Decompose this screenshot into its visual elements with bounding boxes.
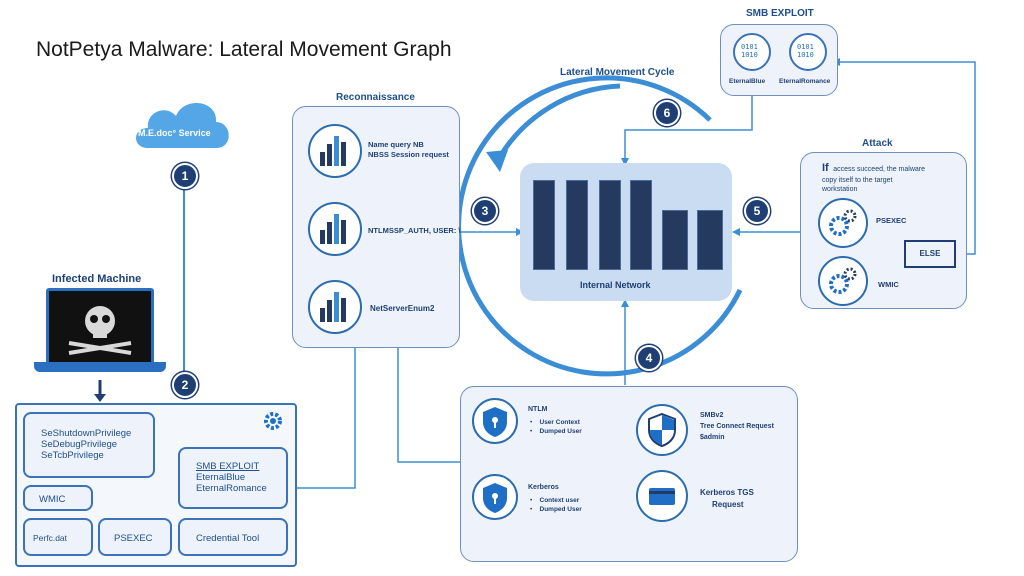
attack-psexec: PSEXEC (876, 216, 907, 225)
arrowhead (94, 394, 106, 402)
server-rack-icon (630, 180, 652, 270)
server-rack-icon (533, 180, 555, 270)
kerberos-title: Kerberos (528, 484, 559, 491)
ntlm-title: NTLM (528, 406, 548, 413)
arrowhead (732, 228, 740, 236)
gears-icon (818, 256, 868, 306)
shield-icon (472, 474, 518, 520)
smbv2-title: SMBv2 (700, 412, 724, 419)
smb-top-eternalblue: EternalBlue (729, 78, 766, 85)
internal-network-panel (520, 163, 732, 301)
smbv2-line2: $admin (700, 434, 725, 441)
attack-desc-line2: copy itself to the target (822, 177, 893, 184)
shield-icon (472, 398, 518, 444)
step-2-badge: 2 (172, 372, 198, 398)
kerberos-bullets: • Context user • Dumped User (530, 497, 582, 513)
recon-chart-icon-2 (308, 202, 362, 256)
ntlm-bullets: • User Context • Dumped User (530, 419, 582, 435)
kerberos-bullet-1: Context user (539, 497, 580, 504)
server-rack-icon (566, 180, 588, 270)
svg-text:0101: 0101 (741, 43, 758, 51)
cycle-arc-top (495, 83, 621, 162)
attack-description: If access succeed, the malware copy itse… (822, 158, 958, 194)
smbv2-line1: Tree Connect Request (700, 423, 774, 430)
step-5-badge: 5 (744, 198, 770, 224)
ntlm-bullet-2: Dumped User (539, 428, 582, 435)
privileges-box: SeShutdownPrivilege SeDebugPrivilege SeT… (23, 412, 155, 478)
smb-top-title: SMB EXPLOIT (746, 8, 814, 19)
step-6-badge: 6 (654, 100, 680, 126)
laptop-base (34, 362, 166, 372)
smb-exploit-title: SMB EXPLOIT (196, 461, 260, 472)
arrowhead (621, 158, 629, 166)
attack-wmic: WMIC (878, 280, 899, 289)
svg-text:1010: 1010 (797, 51, 814, 59)
smb-eternalblue: EternalBlue (196, 472, 246, 483)
recon-item1-line2: NBSS Session request (368, 150, 449, 159)
step-3-badge: 3 (472, 198, 498, 224)
privilege-tcb: SeTcbPrivilege (41, 450, 104, 461)
cycle-label: Lateral Movement Cycle (560, 67, 675, 78)
svg-text:0101: 0101 (797, 43, 814, 51)
svg-text:1010: 1010 (741, 51, 758, 59)
cloud-icon (136, 103, 229, 148)
perfc-box: Perfc.dat (23, 518, 93, 556)
attack-desc-line1: access succeed, the malware (833, 166, 926, 173)
step-4-badge: 4 (636, 345, 662, 371)
credential-tool-box: Credential Tool (178, 518, 288, 556)
recon-chart-icon-3 (308, 280, 362, 334)
infected-machine-label: Infected Machine (52, 273, 142, 285)
skull-icon (68, 306, 132, 355)
server-rack-icon (599, 180, 621, 270)
attack-title: Attack (862, 138, 893, 149)
server-tower-icon (662, 210, 688, 270)
server-tower-icon (697, 210, 723, 270)
smb-exploit-box: SMB EXPLOIT EternalBlue EternalRomance (178, 447, 288, 509)
else-box: ELSE (904, 240, 956, 268)
step-1-badge: 1 (172, 163, 198, 189)
recon-item3: NetServerEnum2 (370, 304, 435, 313)
recon-title: Reconnaissance (336, 92, 415, 103)
internal-network-label: Internal Network (580, 280, 651, 290)
arrowhead (621, 299, 629, 307)
cloud-label: M.E.doc° Service (138, 128, 211, 138)
ticket-icon (636, 470, 688, 522)
recon-item2: NTLMSSP_AUTH, USER: \ (368, 226, 461, 235)
privilege-shutdown: SeShutdownPrivilege (41, 428, 132, 439)
recon-item1-line1: Name query NB (368, 140, 424, 149)
kerberos-bullet-2: Dumped User (539, 506, 582, 513)
laptop-screen (46, 288, 154, 366)
connector-line (293, 345, 356, 489)
privilege-debug: SeDebugPrivilege (41, 439, 118, 450)
attack-desc-line3: workstation (822, 186, 858, 193)
smb-shield-icon (636, 404, 688, 456)
cycle-arrowhead (486, 150, 508, 172)
smb-top-eternalromance: EternalRomance (779, 78, 831, 85)
gear-icon (264, 412, 282, 430)
connector-line (397, 345, 462, 463)
recon-chart-icon-1 (308, 124, 362, 178)
wmic-box: WMIC (23, 485, 93, 511)
connector-line (624, 95, 753, 160)
psexec-box: PSEXEC (98, 518, 172, 556)
gears-icon (818, 198, 868, 248)
smb-eternalromance: EternalRomance (196, 483, 267, 494)
ntlm-bullet-1: User Context (539, 419, 580, 426)
page-title: NotPetya Malware: Lateral Movement Graph (36, 38, 452, 61)
attack-if: If (822, 162, 829, 174)
kerberos-tgs-line2: Request (712, 500, 744, 509)
kerberos-tgs-line1: Kerberos TGS (700, 488, 754, 497)
